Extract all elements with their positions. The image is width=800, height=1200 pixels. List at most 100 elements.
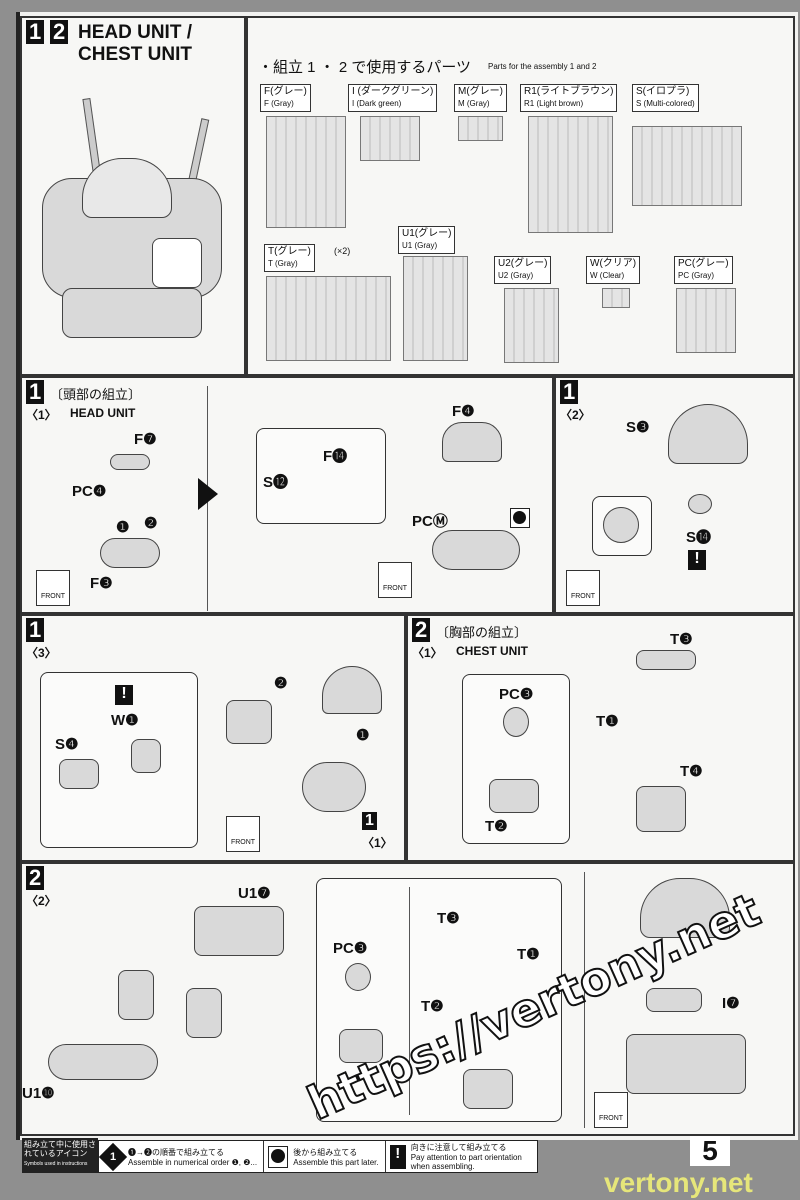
head-chest-illustration: [42, 97, 232, 348]
substep: 〈2〉: [26, 894, 57, 908]
step-number: 1: [26, 618, 45, 642]
part-illustration: [339, 1029, 383, 1063]
legend-text-en: Assemble this part later.: [293, 1157, 379, 1167]
legend-title-en: Symbols used in instructions: [24, 1161, 88, 1167]
part-label: U1❿: [22, 1085, 55, 1102]
part-label: F❼: [134, 431, 157, 448]
legend-title-jp: 組み立て中に使用されているアイコン: [24, 1140, 96, 1158]
runner-F: [266, 116, 346, 228]
part-W: W(クリア)W (Clear): [586, 256, 641, 284]
part-label: PCⓂ: [412, 513, 448, 530]
head-illustration: [668, 404, 748, 464]
part-label: U1❼: [238, 885, 271, 902]
part-illustration: [59, 759, 99, 789]
front-indicator: FRONT: [226, 816, 260, 852]
legend-text-jp: 後から組み立てる: [293, 1147, 358, 1157]
runner-M: [458, 116, 503, 141]
runner-R1: [528, 116, 613, 233]
front-indicator: FRONT: [594, 1092, 628, 1128]
part-I: I (ダークグリーン)I (Dark green): [348, 84, 438, 112]
part-illustration: [131, 739, 161, 773]
title-line2: CHEST UNIT: [78, 44, 192, 65]
detail-inset: PC❸ T❸ T❶ T❷: [316, 878, 562, 1122]
substep: 〈1〉: [26, 408, 57, 422]
legend-text-en: Pay attention to part orientation when a…: [410, 1153, 522, 1171]
assemble-later-icon: [268, 1145, 289, 1168]
part-illustration: [118, 970, 154, 1020]
step-1-3-panel: 1 〈3〉 ! W❶ S❹ ❷ ❶ 1 〈1〉 FRONT: [20, 614, 406, 862]
part-label: S⓬: [263, 474, 289, 491]
step-2-badge: 2: [50, 20, 69, 44]
substep: 〈3〉: [26, 646, 57, 660]
part-label: I❼: [722, 995, 740, 1012]
part-illustration: [194, 906, 284, 956]
runner-I: [360, 116, 420, 161]
orientation-warning-icon: !: [115, 685, 133, 705]
runner-U1: [403, 256, 468, 361]
step-reference: 1: [362, 812, 377, 830]
parts-heading-en: Parts for the assembly 1 and 2: [488, 62, 597, 71]
part-label: W❶: [111, 712, 139, 729]
part-label: F❹: [452, 403, 475, 420]
part-illustration: [463, 1069, 513, 1109]
order-marker: ❷: [144, 515, 158, 532]
substep: 〈2〉: [560, 408, 591, 422]
runner-S: [632, 126, 742, 206]
part-illustration: [636, 786, 686, 832]
divider: [409, 887, 410, 1115]
step-2-1-panel: 2 〔胸部の組立〕 〈1〉 CHEST UNIT PC❸ T❷ T❸ T❶ T❹: [406, 614, 795, 862]
step-title-en: CHEST UNIT: [456, 644, 528, 658]
parts-list-panel: ・組立 1 ・ 2 で使用するパーツ Parts for the assembl…: [246, 16, 795, 376]
part-illustration: [688, 494, 712, 514]
legend-text-jp: ❶→❷の順番で組み立てる: [128, 1147, 224, 1157]
runner-PC: [676, 288, 736, 353]
part-label: S❹: [55, 736, 79, 753]
step-2-2-panel: 2 〈2〉 U1❼ U1❿ PC❸ T❸ T❶ T❷ I❼ FRONT: [20, 862, 795, 1136]
title-line1: HEAD UNIT /: [78, 22, 192, 43]
part-label: PC❸: [499, 686, 534, 703]
order-marker: ❶: [116, 519, 130, 536]
part-illustration: [48, 1044, 158, 1080]
part-label: T❹: [680, 763, 703, 780]
part-label: F❸: [90, 575, 113, 592]
order-marker: ❶: [356, 727, 370, 744]
legend-title: 組み立て中に使用されているアイコン Symbols used in instru…: [22, 1138, 98, 1173]
step-reference: 〈1〉: [362, 836, 393, 850]
part-label: T❶: [596, 713, 619, 730]
part-S: S(イロプラ)S (Multi-colored): [632, 84, 699, 112]
head-illustration: [302, 762, 366, 812]
part-label: S⓮: [686, 529, 712, 546]
visor-illustration: [322, 666, 382, 714]
part-F: F(グレー)F (Gray): [260, 84, 311, 112]
parts-heading-jp: ・組立 1 ・ 2 で使用するパーツ: [258, 59, 472, 76]
orientation-warning-icon: !: [688, 550, 706, 570]
front-indicator: FRONT: [36, 570, 70, 606]
step-title-jp: 〔胸部の組立〕: [436, 625, 528, 640]
part-illustration: [345, 963, 371, 991]
watermark-corner: vertony.net: [604, 1167, 753, 1198]
detail-inset: PC❸ T❷: [462, 674, 570, 844]
head-part-illustration: [442, 422, 502, 462]
part-R1: R1(ライトブラウン)R1 (Light brown): [520, 84, 618, 112]
part-M: M(グレー)M (Gray): [454, 84, 507, 112]
part-T: T(グレー)T (Gray): [264, 244, 315, 272]
runner-T: [266, 276, 391, 361]
part-label: T❷: [421, 998, 444, 1015]
step-title-jp: 〔頭部の組立〕: [50, 387, 142, 402]
base-illustration: [432, 530, 520, 570]
step-number: 1: [26, 380, 45, 404]
head-illustration: [640, 878, 730, 938]
detail-inset: [592, 496, 652, 556]
part-label: F⓮: [323, 448, 348, 465]
part-PC: PC(グレー)PC (Gray): [674, 256, 733, 284]
part-T-qty: (×2): [334, 246, 351, 256]
part-label: T❷: [485, 818, 508, 835]
substep: 〈1〉: [412, 646, 443, 660]
arrow-icon: [198, 478, 218, 510]
part-illustration: [489, 779, 539, 813]
order-marker: ❷: [274, 675, 288, 692]
front-indicator: FRONT: [378, 562, 412, 598]
step-1-1-panel: 1 〔頭部の組立〕 〈1〉 HEAD UNIT F❼ PC❹ ❷ ❶ F❸ S⓬…: [20, 376, 554, 614]
